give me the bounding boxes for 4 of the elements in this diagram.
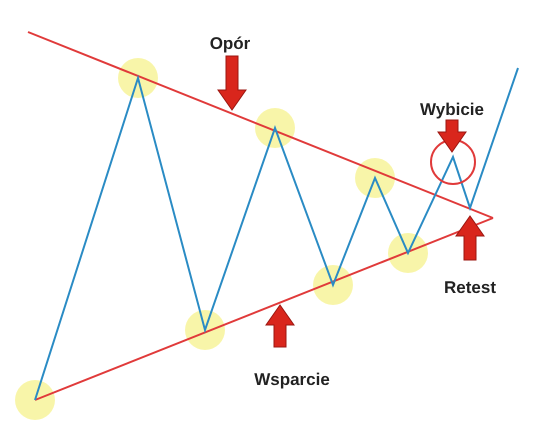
chart-label: Opór	[210, 34, 250, 54]
chart-label: Retest	[444, 278, 496, 298]
chart-label: Wsparcie	[254, 370, 330, 390]
chart-label: Wybicie	[420, 100, 484, 120]
